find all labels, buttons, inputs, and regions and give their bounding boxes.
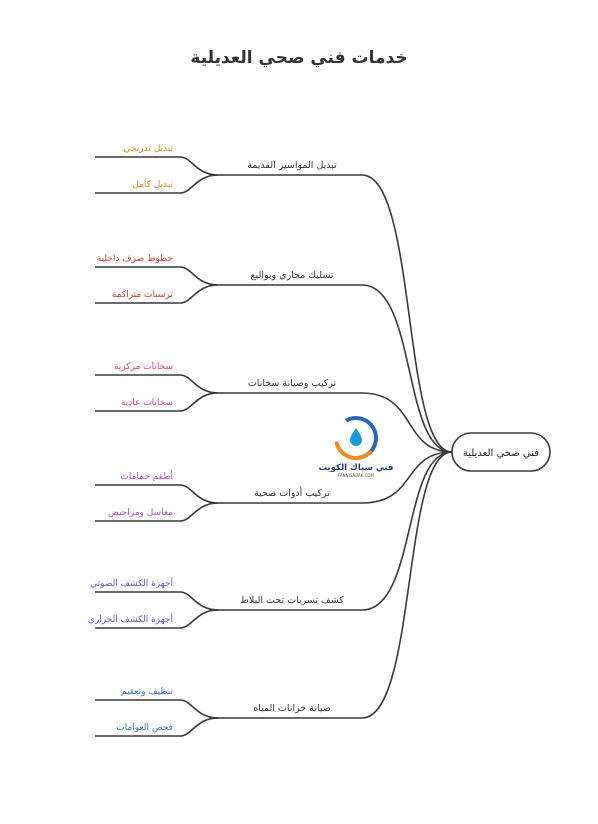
brand-logo: فني سباك الكويت FANNISABAK.COM — [319, 416, 394, 478]
branch-connector — [361, 174, 453, 453]
leaf-node[interactable]: ترسبات متراكمة — [112, 290, 174, 300]
leaf-node[interactable]: أطقم حمامات — [120, 470, 173, 482]
leaf-label: سخانات عادية — [121, 398, 173, 408]
leaf-node[interactable]: فحص العوامات — [116, 723, 173, 733]
leaf-connector — [179, 502, 219, 522]
branch-connector — [361, 451, 453, 719]
mind-map-edges — [95, 156, 453, 737]
branch-node[interactable]: تركيب وصيانة سخانات — [248, 378, 337, 389]
leaf-node[interactable]: خطوط صرف داخلية — [97, 254, 173, 264]
branch-label: تركيب وصيانة سخانات — [248, 378, 337, 389]
root-node[interactable]: فني صحي العديلية — [451, 432, 551, 472]
leaf-node[interactable]: أجهزة الكشف الحراري — [88, 613, 173, 625]
leaf-label: أجهزة الكشف الحراري — [88, 613, 173, 625]
branch-connector — [361, 451, 453, 611]
root-label: فني صحي العديلية — [463, 448, 539, 459]
leaf-label: خطوط صرف داخلية — [97, 254, 173, 264]
leaf-label: ترسبات متراكمة — [112, 290, 174, 300]
leaf-connector — [179, 392, 219, 412]
leaf-label: تبديل كامل — [132, 180, 173, 190]
leaf-label: تنظيف وتعقيم — [121, 687, 173, 697]
branch-node[interactable]: صيانة خزانات المياه — [253, 703, 331, 714]
leaf-node[interactable]: سخانات مركزية — [114, 362, 173, 372]
leaf-label: أجهزة الكشف الصوتي — [90, 577, 173, 589]
leaf-connector — [179, 699, 219, 719]
leaf-connector — [179, 609, 219, 629]
branch-connector — [361, 284, 453, 453]
branch-label: صيانة خزانات المياه — [253, 703, 331, 714]
leaf-connector — [179, 484, 219, 504]
branch-label: كشف تسربات تحت البلاط — [240, 595, 344, 606]
leaf-connector — [179, 284, 219, 304]
leaf-node[interactable]: تبديل كامل — [132, 180, 173, 190]
leaf-connector — [179, 266, 219, 286]
leaf-connector — [179, 156, 219, 176]
leaf-label: فحص العوامات — [116, 723, 173, 733]
branch-label: تركيب أدوات صحية — [254, 486, 330, 499]
leaf-node[interactable]: أجهزة الكشف الصوتي — [90, 577, 173, 589]
leaf-connector — [179, 591, 219, 611]
branches: تبديل المواسير القديمة تبديل تدريجي تبديل … — [88, 144, 344, 733]
leaf-label: مغاسل ومراحيض — [108, 508, 173, 518]
branch-node[interactable]: كشف تسربات تحت البلاط — [240, 595, 344, 606]
leaf-connector — [179, 174, 219, 194]
leaf-label: أطقم حمامات — [120, 470, 173, 482]
page-title: خدمات فني صحي العديلية — [190, 48, 407, 68]
leaf-node[interactable]: مغاسل ومراحيض — [108, 508, 173, 518]
leaf-label: تبديل تدريجي — [123, 144, 173, 154]
water-drop-icon — [350, 428, 362, 446]
branch-label: تبديل المواسير القديمة — [247, 160, 337, 171]
logo-text: فني سباك الكويت — [319, 463, 394, 473]
leaf-connector — [179, 374, 219, 394]
leaf-node[interactable]: تنظيف وتعقيم — [121, 687, 173, 697]
leaf-connector — [179, 717, 219, 737]
branch-node[interactable]: تسليك مجاري وبواليع — [251, 270, 334, 281]
branch-node[interactable]: تركيب أدوات صحية — [254, 486, 330, 499]
branch-connector — [361, 451, 453, 504]
leaf-label: سخانات مركزية — [114, 362, 173, 372]
branch-connector — [361, 392, 453, 453]
leaf-node[interactable]: تبديل تدريجي — [123, 144, 173, 154]
branch-label: تسليك مجاري وبواليع — [251, 270, 334, 281]
leaf-node[interactable]: سخانات عادية — [121, 398, 173, 408]
branch-node[interactable]: تبديل المواسير القديمة — [247, 160, 337, 171]
logo-subtext: FANNISABAK.COM — [338, 473, 375, 478]
